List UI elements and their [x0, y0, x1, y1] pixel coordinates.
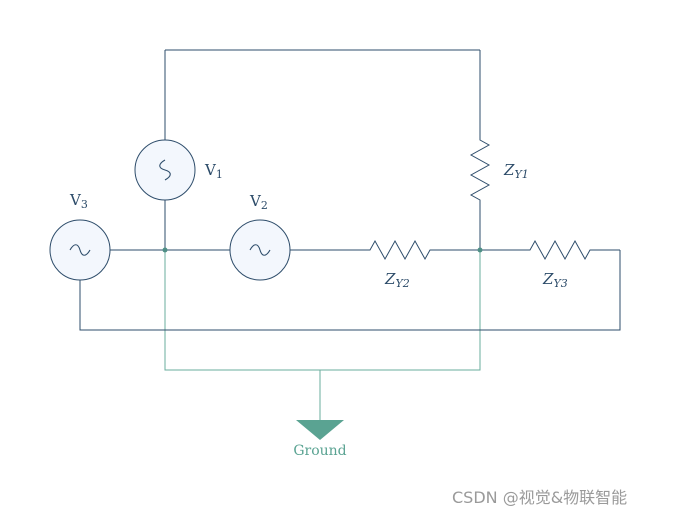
v3-ac-wave-icon: [69, 244, 91, 256]
zy2-label: ZY2: [384, 270, 410, 290]
v2-ac-wave-icon: [249, 244, 271, 256]
ground-wiring: [164, 250, 481, 420]
v3-source: [49, 219, 111, 281]
junction-left: [162, 247, 168, 253]
v2-label: V2: [249, 192, 268, 212]
ground-bus-wire: [164, 250, 481, 371]
zy3-resistor: [528, 239, 592, 261]
ground-label: Ground: [293, 443, 346, 459]
zy1-label: ZY1: [503, 161, 529, 181]
csdn-watermark: CSDN @视觉&物联智能: [452, 488, 628, 507]
v1-source: [134, 139, 196, 201]
v1-label: V1: [204, 161, 223, 181]
v1-ac-wave-icon: [159, 159, 171, 181]
v3-label: V3: [69, 191, 88, 211]
zy1-resistor: [469, 138, 491, 202]
zy2-resistor: [368, 239, 432, 261]
ground-symbol-icon: [296, 420, 344, 440]
zy3-label: ZY3: [542, 270, 568, 290]
junction-right: [477, 247, 483, 253]
v2-source: [229, 219, 291, 281]
wire-bottom-return: [79, 250, 621, 331]
